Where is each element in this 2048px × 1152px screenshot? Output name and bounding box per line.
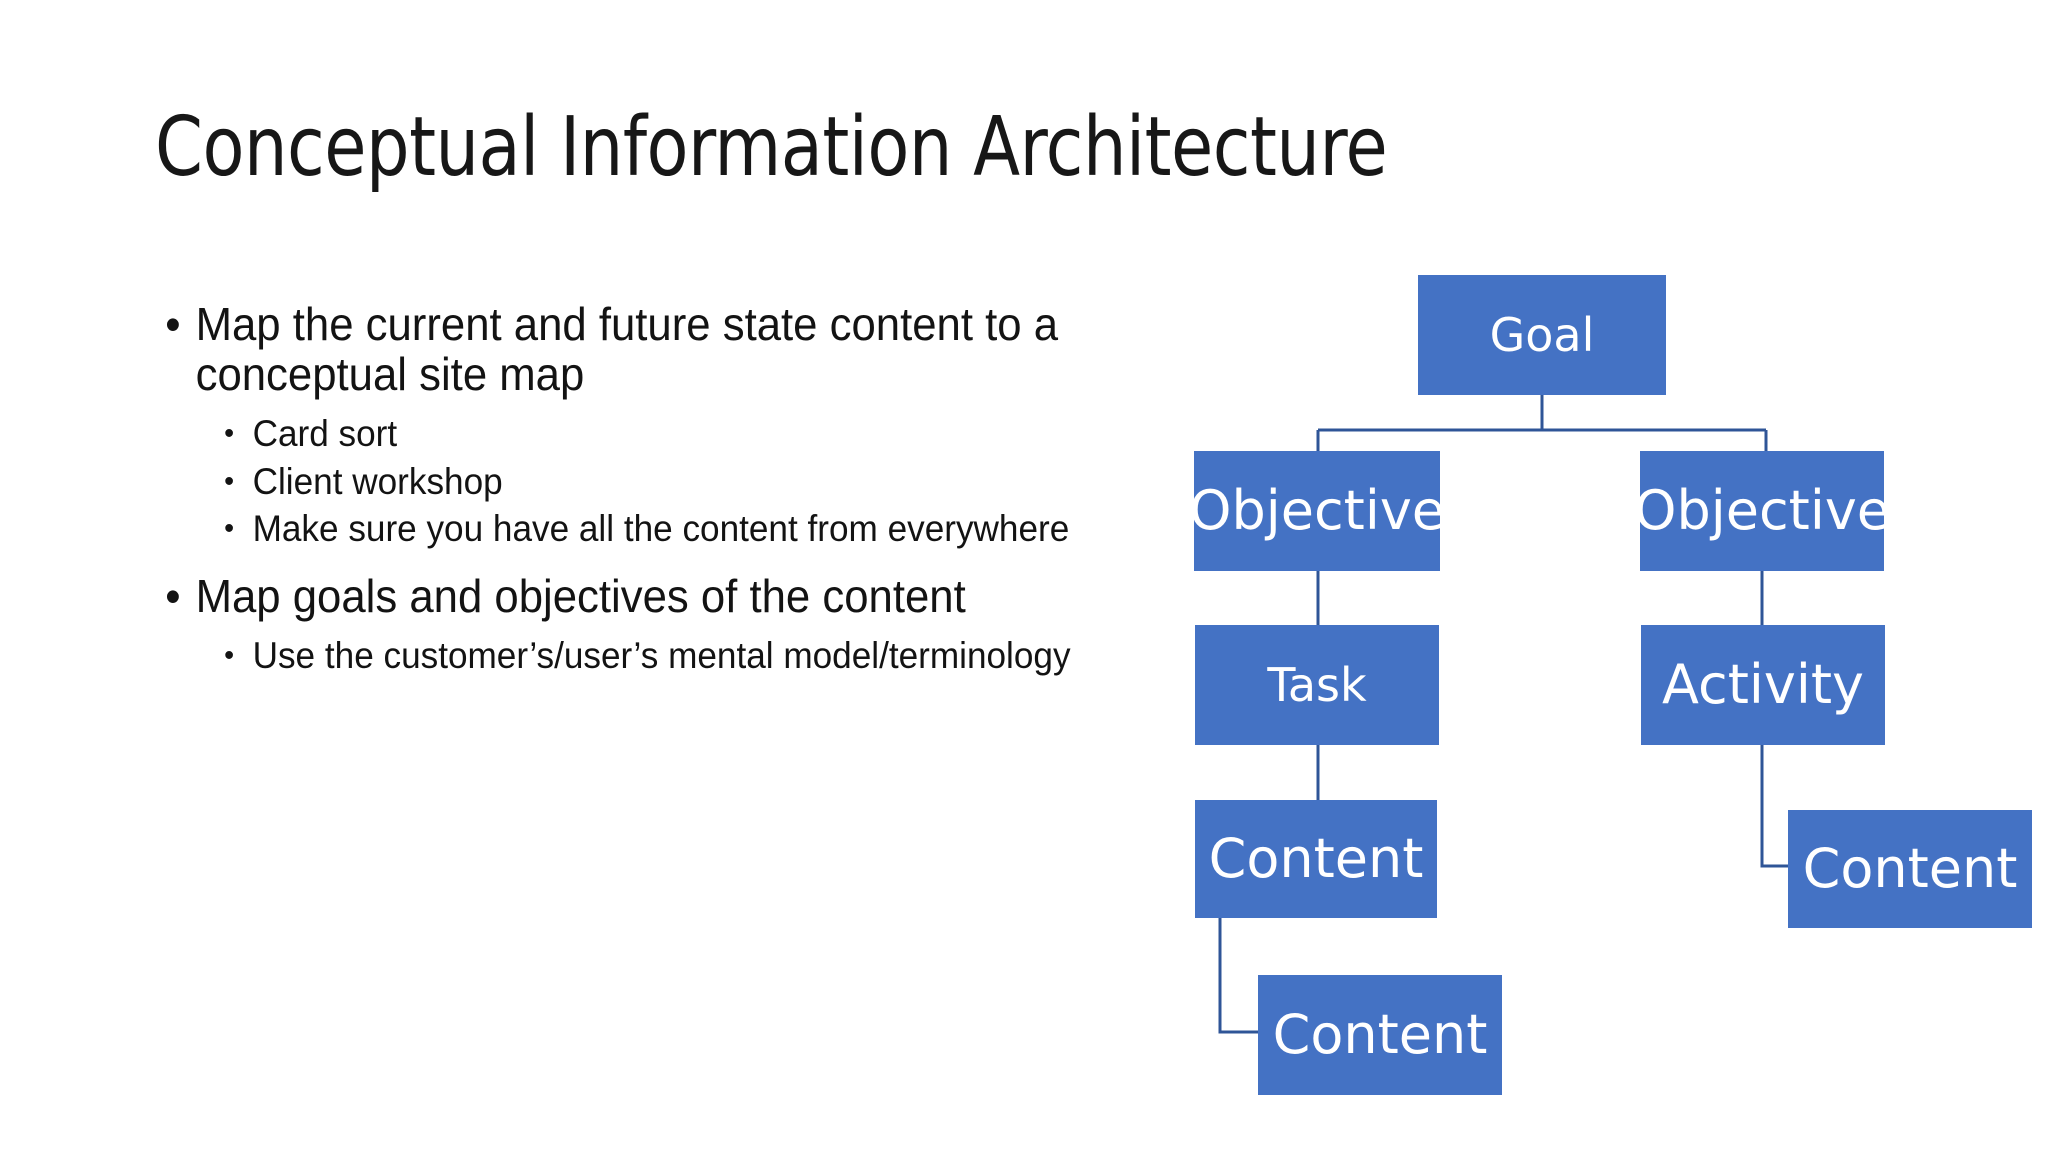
list-item-text: Map goals and objectives of the content — [195, 569, 966, 622]
diagram-node-label: Content — [1208, 827, 1424, 890]
diagram-node-label: Content — [1802, 837, 2018, 900]
list-item: • Card sort — [150, 413, 1110, 454]
connector-content1-to-content3 — [1218, 918, 1258, 1034]
diagram-node-label: Objective — [1633, 479, 1891, 542]
list-item-text: Card sort — [252, 413, 398, 455]
diagram-node-label: Task — [1267, 658, 1367, 712]
connector-activity-to-content2 — [1760, 745, 1788, 868]
list-item: • Client workshop — [150, 461, 1110, 502]
diagram-node-label: Activity — [1662, 653, 1864, 716]
diagram-node-obj-right[interactable]: Objective — [1634, 451, 1890, 571]
diagram-node-obj-left[interactable]: Objective — [1189, 451, 1445, 571]
bullet-glyph: • — [224, 464, 235, 498]
diagram-node-goal[interactable]: Goal — [1418, 275, 1666, 395]
list-item: • Make sure you have all the content fro… — [150, 508, 1110, 549]
list-item-text: Make sure you have all the content from … — [252, 508, 1070, 550]
page-title: Conceptual Information Architecture — [155, 100, 1388, 195]
diagram-node-content-1[interactable]: Content — [1195, 800, 1437, 918]
list-item-text: Use the customer’s/user’s mental model/t… — [252, 635, 1071, 677]
diagram-node-label: Objective — [1188, 479, 1446, 542]
list-item: • Map goals and objectives of the conten… — [150, 569, 1110, 622]
list-item: • Map the current and future state conte… — [150, 298, 1110, 400]
diagram-node-content-2[interactable]: Content — [1788, 810, 2032, 928]
bullet-list: • Map the current and future state conte… — [150, 298, 1160, 683]
diagram-node-label: Goal — [1489, 308, 1595, 362]
bullet-glyph: • — [165, 569, 181, 622]
list-item: • Use the customer’s/user’s mental model… — [150, 635, 1110, 676]
bullet-glyph: • — [224, 417, 235, 451]
diagram-node-task[interactable]: Task — [1195, 625, 1439, 745]
bullet-glyph: • — [165, 298, 181, 350]
list-item-text: Map the current and future state content… — [195, 298, 1058, 400]
bullet-glyph: • — [224, 639, 235, 673]
list-item-text: Client workshop — [252, 460, 503, 502]
diagram-node-activity[interactable]: Activity — [1641, 625, 1885, 745]
diagram-node-label: Content — [1272, 1003, 1488, 1066]
diagram-node-content-3[interactable]: Content — [1258, 975, 1502, 1095]
bullet-glyph: • — [224, 512, 235, 546]
